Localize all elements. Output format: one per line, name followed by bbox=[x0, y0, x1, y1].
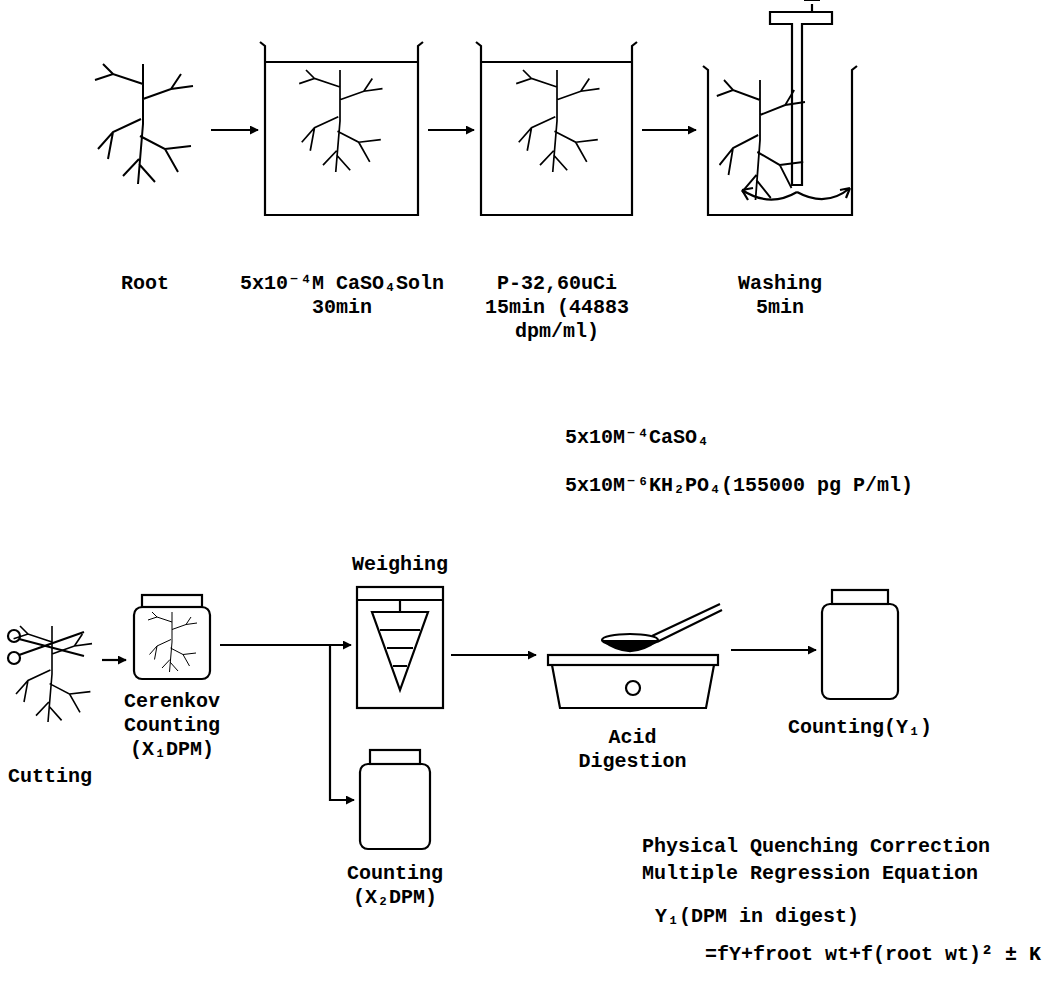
balance-drawing bbox=[357, 600, 443, 690]
root-drawing bbox=[95, 64, 193, 184]
step-caption: Counting(Y₁) bbox=[780, 716, 940, 740]
cutting-step: Cutting bbox=[4, 620, 96, 730]
equation-text: Y₁(DPM in digest) bbox=[655, 905, 859, 929]
flow-arrows bbox=[742, 188, 850, 200]
step-caption: Cerenkov Counting (X₁DPM) bbox=[117, 690, 227, 762]
step-caption: Cutting bbox=[5, 765, 95, 789]
soaking-step: 5x10⁻⁴M CaSO₄Soln 30min bbox=[262, 40, 422, 220]
flow-arrow bbox=[220, 645, 354, 800]
counting-step: Counting (X₂DPM) bbox=[358, 750, 432, 850]
flow-arrow bbox=[731, 649, 816, 651]
step-caption: Acid Digestion bbox=[573, 726, 693, 774]
step-caption: Root bbox=[105, 272, 185, 296]
root-drawing bbox=[148, 612, 197, 672]
vial-drawing bbox=[142, 595, 202, 607]
weighing-step: Weighing bbox=[355, 585, 445, 710]
flow-arrow bbox=[451, 654, 536, 656]
method-note: Multiple Regression Equation bbox=[642, 862, 978, 886]
digestion-step: Acid Digestion bbox=[540, 600, 725, 710]
method-note: Physical Quenching Correction bbox=[642, 835, 990, 859]
crucible-drawing bbox=[602, 634, 658, 646]
root-step: Root bbox=[85, 60, 205, 190]
labeling-step: P-32,60uCi 15min (44883 dpm/ml) bbox=[478, 40, 636, 220]
scissors-drawing bbox=[8, 652, 20, 664]
beaker-drawing bbox=[703, 66, 857, 215]
step-caption: P-32,60uCi 15min (44883 dpm/ml) bbox=[472, 272, 642, 344]
washing-step: Washing 5min bbox=[700, 5, 860, 220]
step-caption: Weighing bbox=[345, 553, 455, 577]
step-caption: Washing 5min bbox=[730, 272, 830, 320]
beaker-drawing bbox=[260, 42, 423, 215]
hotplate-drawing bbox=[548, 655, 718, 665]
balance-drawing bbox=[357, 587, 443, 708]
faucet-drawing bbox=[770, 0, 832, 185]
vial-drawing bbox=[360, 764, 430, 849]
solution-note: 5x10M⁻⁶KH₂PO₄(155000 pg P/ml) bbox=[565, 474, 913, 498]
vial-drawing bbox=[822, 604, 898, 699]
cerenkov-step: Cerenkov Counting (X₁DPM) bbox=[130, 595, 214, 680]
vial-drawing bbox=[832, 590, 888, 604]
step-caption: 5x10⁻⁴M CaSO₄Soln 30min bbox=[226, 272, 458, 320]
root-drawing bbox=[14, 626, 92, 722]
step-caption: Counting (X₂DPM) bbox=[340, 862, 450, 910]
root-drawing bbox=[299, 70, 382, 172]
beaker-drawing bbox=[476, 42, 637, 215]
scissors-drawing bbox=[19, 632, 84, 656]
solution-note: 5x10M⁻⁴CaSO₄ bbox=[565, 426, 709, 450]
flow-arrow bbox=[102, 659, 126, 661]
root-drawing bbox=[516, 70, 599, 172]
scissors-drawing bbox=[8, 630, 20, 642]
tongs-drawing bbox=[652, 604, 722, 642]
vial-drawing bbox=[134, 607, 210, 679]
counting-step: Counting(Y₁) bbox=[820, 590, 900, 700]
flow-arrow bbox=[211, 129, 258, 131]
flow-arrow bbox=[428, 129, 474, 131]
hotplate-drawing bbox=[552, 665, 714, 708]
vial-drawing bbox=[370, 750, 420, 764]
flow-arrow bbox=[642, 129, 696, 131]
hotplate-knob bbox=[626, 681, 640, 695]
equation-text: =fY+froot wt+f(root wt)² ± K bbox=[705, 943, 1041, 967]
